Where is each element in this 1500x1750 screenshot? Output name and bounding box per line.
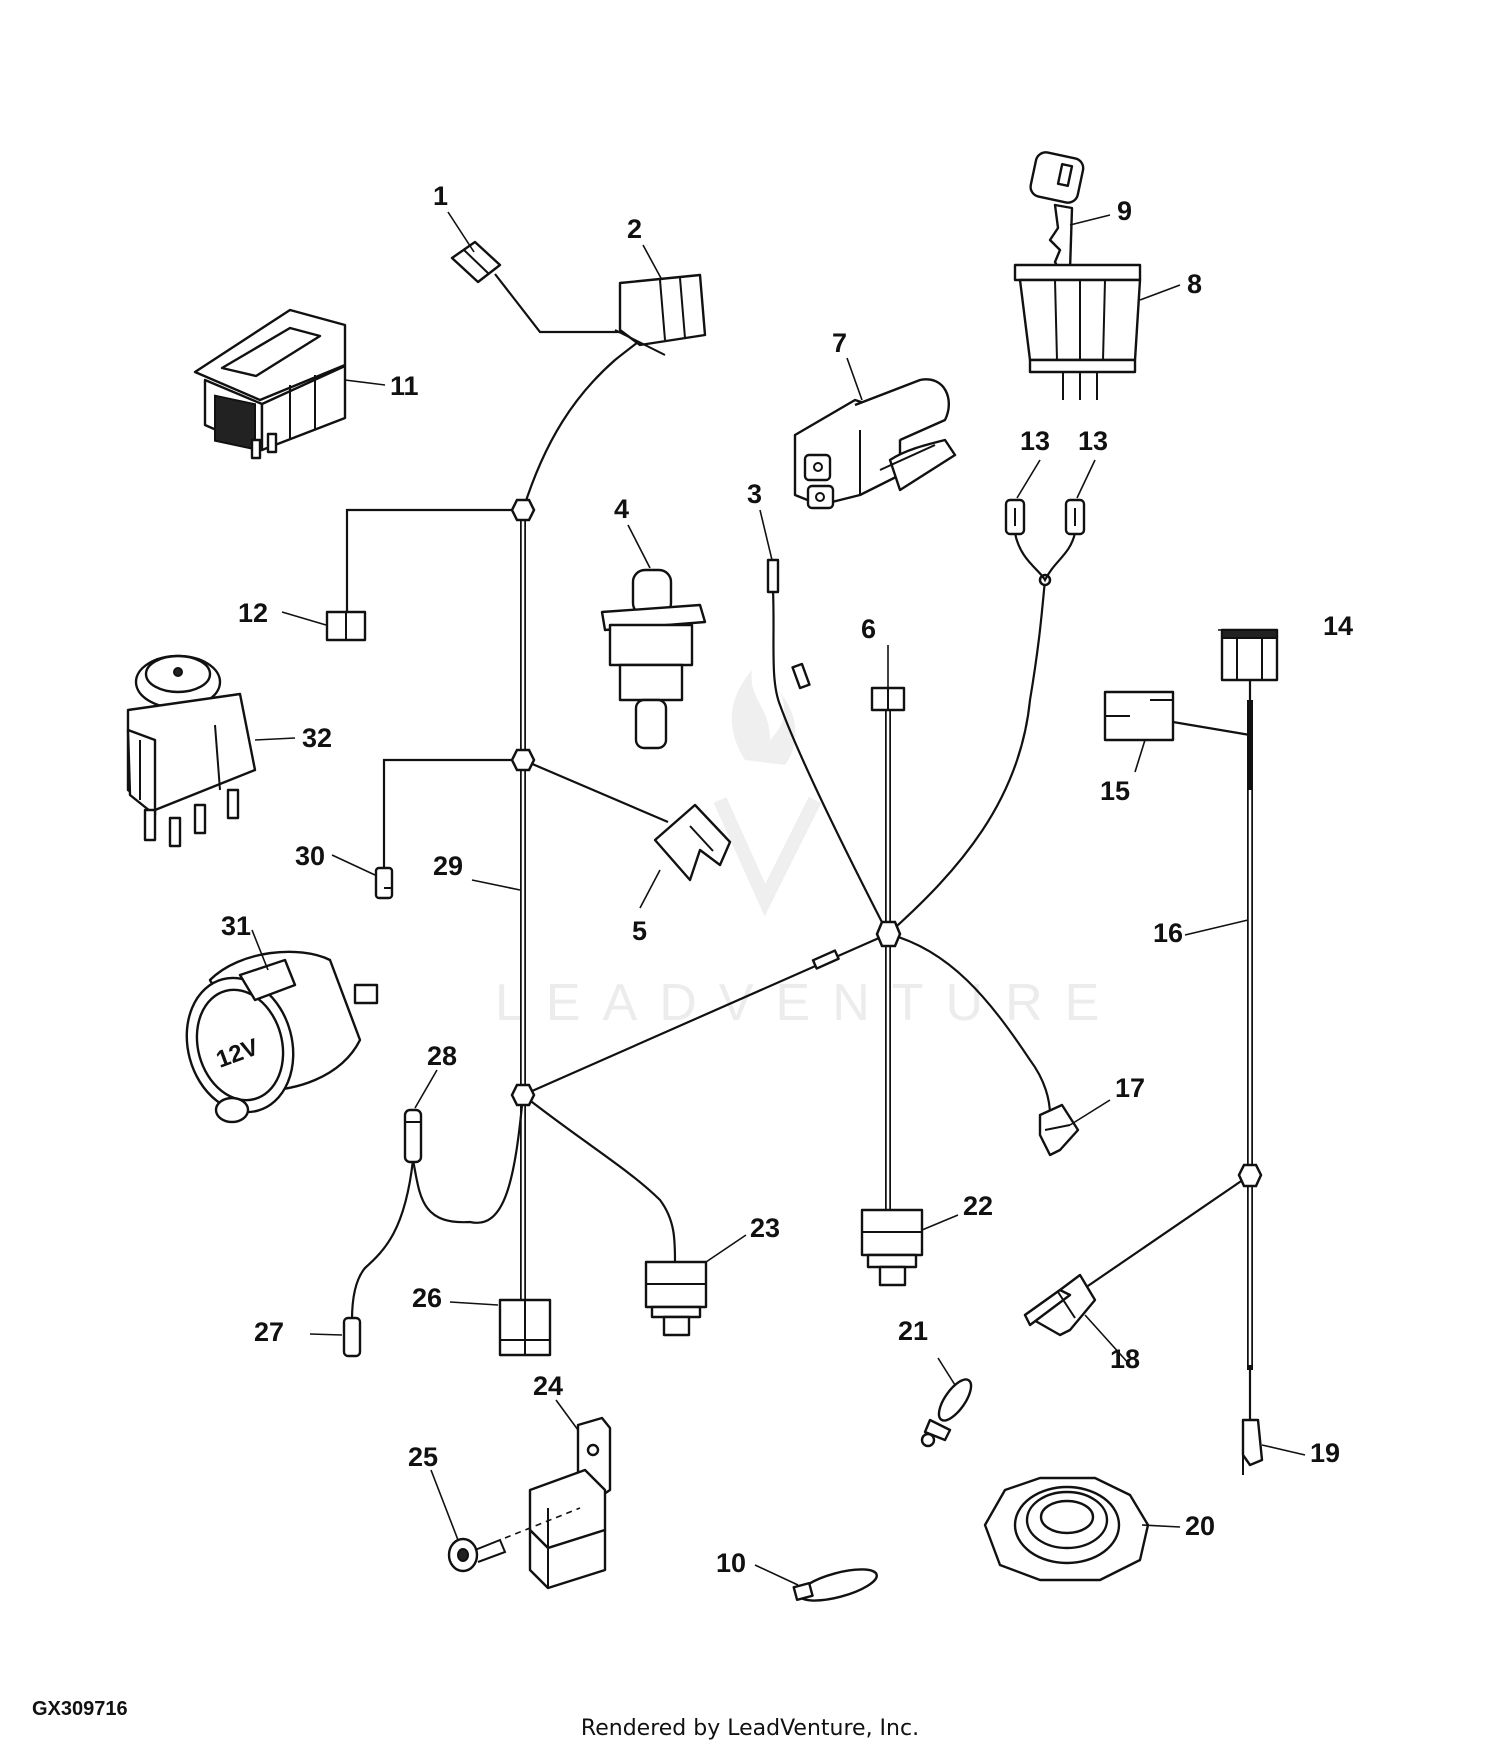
part-13-connectors: [1004, 498, 1086, 583]
callout-9: 9: [1117, 196, 1132, 226]
callout-27: 27: [254, 1317, 284, 1347]
callout-10: 10: [716, 1548, 746, 1578]
figure-id: GX309716: [32, 1698, 128, 1720]
callout-13b: 13: [1078, 426, 1108, 456]
part-4-plunger-switch: [600, 568, 707, 750]
part-19-terminal: [1241, 1418, 1264, 1475]
callout-16: 16: [1153, 918, 1183, 948]
part-31-power-socket: 12V: [185, 950, 379, 1124]
part-11-hour-meter: [193, 308, 347, 460]
callout-1: 1: [433, 181, 448, 211]
callout-12: 12: [238, 598, 268, 628]
center-harness: [771, 579, 1052, 1210]
callout-8: 8: [1187, 269, 1202, 299]
callout-14: 14: [1323, 611, 1353, 641]
part-28-terminal: [403, 1108, 423, 1164]
callout-26: 26: [412, 1283, 442, 1313]
callout-19: 19: [1310, 1438, 1340, 1468]
callout-32: 32: [302, 723, 332, 753]
part-20-buzzer: [983, 1476, 1150, 1582]
callout-13a: 13: [1020, 426, 1050, 456]
callout-20: 20: [1185, 1511, 1215, 1541]
callout-3: 3: [747, 479, 762, 509]
main-harness: [345, 273, 889, 1321]
leader-lines: [251, 211, 1306, 1586]
part-9-key: [1029, 151, 1085, 292]
part-2-connector: [614, 273, 707, 356]
part-1-connector: [450, 240, 502, 284]
part-10-cable-tie: [792, 1568, 878, 1602]
callout-labels: 1 2 3 4 5 6 7 8 9 10 11 12 13 13 14 15 1…: [221, 181, 1353, 1578]
callout-6: 6: [861, 614, 876, 644]
part-25-screw: [447, 1507, 581, 1573]
part-6-connector: [870, 686, 906, 712]
part-14-connector: [1220, 628, 1279, 682]
callout-7: 7: [832, 328, 847, 358]
callout-11: 11: [390, 371, 419, 401]
part-8-ignition-switch: [1013, 263, 1142, 400]
render-credit: Rendered by LeadVenture, Inc.: [580, 1716, 920, 1741]
watermark-text: LEADVENTURE: [495, 974, 1121, 1032]
part-24-relay: [528, 1416, 612, 1590]
callout-24: 24: [533, 1371, 563, 1401]
part-26-connector: [498, 1298, 552, 1357]
callout-25: 25: [408, 1442, 438, 1472]
callout-23: 23: [750, 1213, 780, 1243]
callout-5: 5: [632, 916, 647, 946]
harness-junctions: [510, 498, 1052, 1107]
part-23-connector: [644, 1260, 708, 1337]
right-harness: [1081, 680, 1263, 1420]
part-15-connector: [1103, 690, 1175, 742]
callout-2: 2: [627, 214, 642, 244]
callout-4: 4: [614, 494, 629, 524]
callout-21: 21: [898, 1316, 928, 1346]
part-12-connector: [325, 610, 367, 642]
watermark: LEADVENTURE: [495, 670, 1121, 1032]
part-21-clamp: [920, 1378, 973, 1448]
part-17-connector: [1038, 1103, 1080, 1157]
part-7-seat-switch: [793, 378, 957, 510]
part-18-connector: [1023, 1273, 1097, 1337]
callout-22: 22: [963, 1191, 993, 1221]
part-27-terminal: [342, 1316, 362, 1358]
part-30-connector: [374, 866, 394, 900]
callout-29: 29: [433, 851, 463, 881]
callout-28: 28: [427, 1041, 457, 1071]
callout-30: 30: [295, 841, 325, 871]
part-32-pto-switch: [126, 654, 257, 848]
callout-18: 18: [1110, 1344, 1140, 1374]
callout-31: 31: [221, 911, 251, 941]
part-5-connector: [653, 803, 732, 882]
callout-17: 17: [1115, 1073, 1145, 1103]
part-3-connector: [766, 558, 780, 594]
callout-15: 15: [1100, 776, 1130, 806]
part-22-connector: [860, 1208, 924, 1287]
